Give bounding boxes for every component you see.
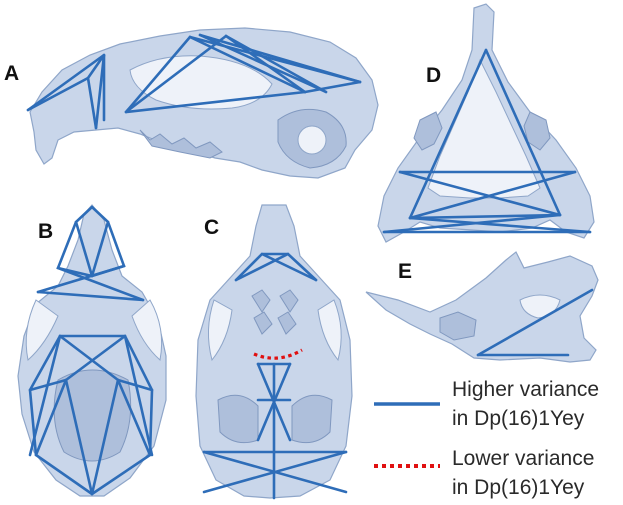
panel-d: D — [378, 4, 594, 242]
panel-label-e: E — [398, 260, 412, 283]
panel-label-c: C — [204, 216, 219, 239]
legend-lower-line1: Lower variance — [452, 447, 594, 470]
legend-entry-lower-variance: Lower variance in Dp(16)1Yey — [374, 447, 594, 499]
panel-b: B — [18, 205, 166, 496]
panel-e: E — [366, 252, 598, 362]
panel-a: A — [4, 28, 378, 178]
legend-entry-higher-variance: Higher variance in Dp(16)1Yey — [374, 378, 599, 430]
panel-c: C — [196, 205, 352, 498]
panel-label-a: A — [4, 62, 19, 85]
legend-higher-line2: in Dp(16)1Yey — [452, 407, 585, 430]
panel-label-d: D — [426, 64, 441, 87]
legend: Higher variance in Dp(16)1Yey Lower vari… — [374, 378, 599, 499]
legend-higher-line1: Higher variance — [452, 378, 599, 401]
panel-label-b: B — [38, 220, 53, 243]
legend-lower-line2: in Dp(16)1Yey — [452, 476, 585, 499]
